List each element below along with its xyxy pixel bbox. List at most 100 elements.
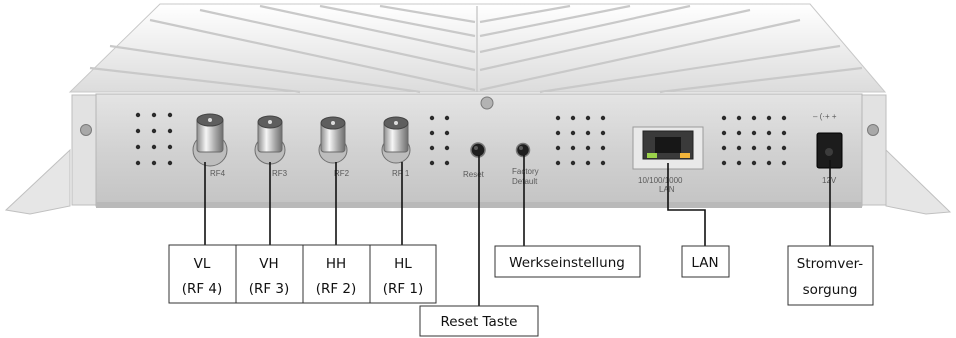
screw-left: [80, 124, 92, 136]
vent-hole: [570, 145, 576, 151]
vent-hole: [429, 145, 435, 151]
vent-hole: [167, 144, 173, 150]
leader-lines: [204, 155, 831, 306]
vent-hole: [585, 160, 591, 166]
vent-hole: [585, 145, 591, 151]
left-bracket: [4, 148, 71, 215]
vent-hole: [766, 160, 772, 166]
callout-reset-label: Reset Taste: [441, 314, 518, 330]
screw-right: [867, 124, 879, 136]
vent-hole: [600, 115, 606, 121]
vent-hole: [444, 160, 450, 166]
callout-vl-line2: (RF 4): [182, 281, 223, 297]
vent-hole: [167, 160, 173, 166]
vent-hole: [151, 128, 157, 134]
device-housing: [4, 3, 952, 215]
rf1-connector: [381, 116, 411, 164]
vent-hole: [444, 130, 450, 136]
vent-hole: [585, 115, 591, 121]
reset-port-label: Reset: [463, 170, 485, 179]
lan-port-label-line2: LAN: [659, 185, 675, 194]
vent-hole: [570, 160, 576, 166]
vent-hole: [721, 115, 727, 121]
callout-vh-line2: (RF 3): [249, 281, 290, 297]
vent-hole: [781, 115, 787, 121]
callout-hl-line1: HL: [394, 256, 412, 272]
callout-hl-line2: (RF 1): [383, 281, 424, 297]
rf1-port-label: RF 1: [392, 169, 410, 178]
vent-holes: [135, 112, 787, 166]
vent-hole: [151, 112, 157, 118]
vent-hole: [766, 130, 772, 136]
rf4-port-label: RF4: [210, 169, 226, 178]
callout-vh-line1: VH: [259, 256, 278, 272]
callout-hl: HL (RF 1): [369, 244, 437, 304]
reset-button[interactable]: [470, 142, 486, 158]
vent-hole: [135, 128, 141, 134]
screw-top: [480, 96, 494, 110]
vent-hole: [721, 130, 727, 136]
vent-hole: [429, 130, 435, 136]
vent-hole: [570, 115, 576, 121]
callout-reset: Reset Taste: [419, 305, 539, 337]
rf2-connector: [318, 116, 348, 164]
vent-hole: [781, 160, 787, 166]
callout-vh: VH (RF 3): [235, 244, 304, 304]
vent-hole: [167, 128, 173, 134]
callout-lan: LAN: [681, 245, 730, 278]
vent-hole: [721, 145, 727, 151]
vent-hole: [585, 130, 591, 136]
factory-port-label-line2: Default: [512, 177, 538, 186]
vent-hole: [736, 130, 742, 136]
vent-hole: [600, 160, 606, 166]
vent-hole: [151, 160, 157, 166]
vent-hole: [444, 145, 450, 151]
callout-vl: VL (RF 4): [168, 244, 237, 304]
vent-hole: [781, 130, 787, 136]
vent-hole: [429, 160, 435, 166]
vent-hole: [555, 160, 561, 166]
vent-hole: [429, 115, 435, 121]
rf3-connector: [254, 115, 286, 165]
power-polarity-symbol: – (·+ +: [813, 112, 837, 121]
factory-default-button[interactable]: [515, 142, 531, 158]
left-flange: [71, 94, 101, 206]
vent-hole: [736, 145, 742, 151]
vent-hole: [781, 145, 787, 151]
callout-hh-line1: HH: [326, 256, 346, 272]
callout-hh: HH (RF 2): [302, 244, 371, 304]
lan-port-label-line1: 10/100/1000: [638, 176, 683, 185]
vent-hole: [444, 115, 450, 121]
right-flange: [857, 94, 887, 206]
callout-factory-label: Werkseinstellung: [509, 255, 625, 271]
vent-hole: [600, 145, 606, 151]
vent-hole: [135, 112, 141, 118]
callout-power-line2: sorgung: [803, 282, 858, 298]
right-bracket: [885, 148, 952, 215]
callout-factory: Werkseinstellung: [494, 245, 641, 278]
vent-hole: [751, 130, 757, 136]
lan-port[interactable]: [632, 126, 704, 170]
lan-led-amber: [680, 153, 690, 158]
vent-hole: [751, 160, 757, 166]
callout-hh-line2: (RF 2): [316, 281, 357, 297]
callout-vl-line1: VL: [194, 256, 211, 272]
rf2-port-label: RF2: [334, 169, 350, 178]
leader-lan: [667, 163, 706, 246]
vent-hole: [167, 112, 173, 118]
rf4-connector: [192, 113, 228, 167]
vent-hole: [751, 145, 757, 151]
vent-hole: [736, 115, 742, 121]
factory-port-label-line1: Factory: [512, 167, 539, 176]
vent-hole: [555, 145, 561, 151]
vent-hole: [721, 160, 727, 166]
vent-hole: [600, 130, 606, 136]
vent-hole: [135, 160, 141, 166]
heatsink-fins: [89, 4, 863, 94]
vent-hole: [555, 115, 561, 121]
rf3-port-label: RF3: [272, 169, 288, 178]
vent-hole: [766, 115, 772, 121]
vent-hole: [751, 115, 757, 121]
vent-hole: [135, 144, 141, 150]
